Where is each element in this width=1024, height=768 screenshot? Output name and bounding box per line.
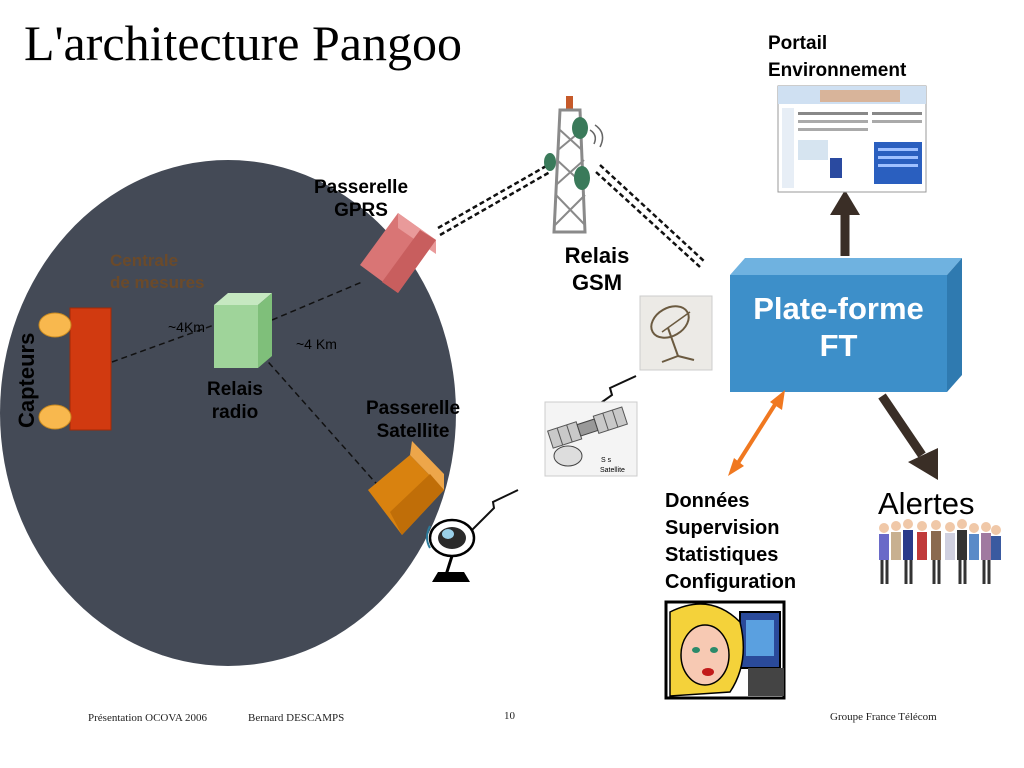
plateforme-label: Plate-forme FT [730,290,947,364]
portail-screenshot [777,85,927,193]
coverage-circle [0,160,456,666]
data-flow-item: Statistiques [665,544,779,566]
capteur-dot-top [38,312,72,338]
gprs-line2: GPRS [334,200,388,221]
satellite-cube [368,441,444,535]
sat-link-lower [469,489,519,533]
relais-radio-line1: Relais [207,379,263,400]
gprs-label: Passerelle GPRS [296,176,426,222]
capteurs-label: Capteurs [14,333,39,428]
plateforme-line2: FT [819,328,858,363]
link-capteurs-relais [111,324,215,363]
satellite-line2: Satellite [376,421,450,442]
distance-label-right: ~4 Km [296,336,337,352]
portail-line1: Portail [768,33,828,54]
dish-photo-icon [639,295,713,371]
data-flow-item: Configuration [665,571,797,593]
satellite-tag-line2: Satellite [600,467,625,474]
data-flow-item: Supervision [665,517,780,539]
gsm-links [437,163,706,268]
plateforme-line1: Plate-forme [753,291,924,326]
centrale-line1: Centrale [110,251,179,270]
plateforme-box [730,258,962,392]
centrale-line2: de mesures [110,273,205,292]
people-group-icon [879,519,1001,584]
gsm-label: Relais GSM [552,242,642,296]
centrale-label: Centrale de mesures [110,250,205,294]
capteurs-bar [69,307,112,431]
link-relais-gprs [271,281,363,321]
satellite-line1: Passerelle [365,398,461,419]
operator-clipart-icon [664,600,786,700]
relais-radio-line2: radio [211,402,259,423]
portail-line2: Environnement [768,60,907,81]
capteur-dot-bottom [38,404,72,430]
relais-radio-cube [214,293,272,368]
relais-radio-label: Relais radio [190,378,280,424]
satellite-tag-line1: S s [601,457,612,464]
parabolic-dish-icon [426,518,476,582]
footer-page-number: 10 [504,710,515,722]
link-relais-satellite [261,354,383,491]
footer-presentation: Présentation OCOVA 2006 [88,712,207,724]
page-title: L'architecture Pangoo [24,15,462,71]
arrow-bidirectional-data [728,390,785,476]
arrow-to-portail [830,190,860,256]
gsm-line1: Relais [564,243,630,268]
satellite-image-icon [544,401,638,477]
satellite-label: Passerelle Satellite [350,397,476,443]
gsm-line2: GSM [571,270,623,295]
footer-company: Groupe France Télécom [830,711,937,723]
footer-author: Bernard DESCAMPS [248,712,345,724]
portail-label: Portail Environnement [768,30,906,84]
gsm-tower-icon [544,96,604,234]
data-flow-item: Données [665,490,750,512]
distance-label-left: ~4Km [168,319,205,335]
data-flows-list: Données Supervision Statistiques Configu… [665,488,796,596]
gprs-line1: Passerelle [313,177,409,198]
arrow-to-alertes [878,393,938,480]
gprs-cube [360,213,436,293]
alertes-label: Alertes [878,486,975,521]
